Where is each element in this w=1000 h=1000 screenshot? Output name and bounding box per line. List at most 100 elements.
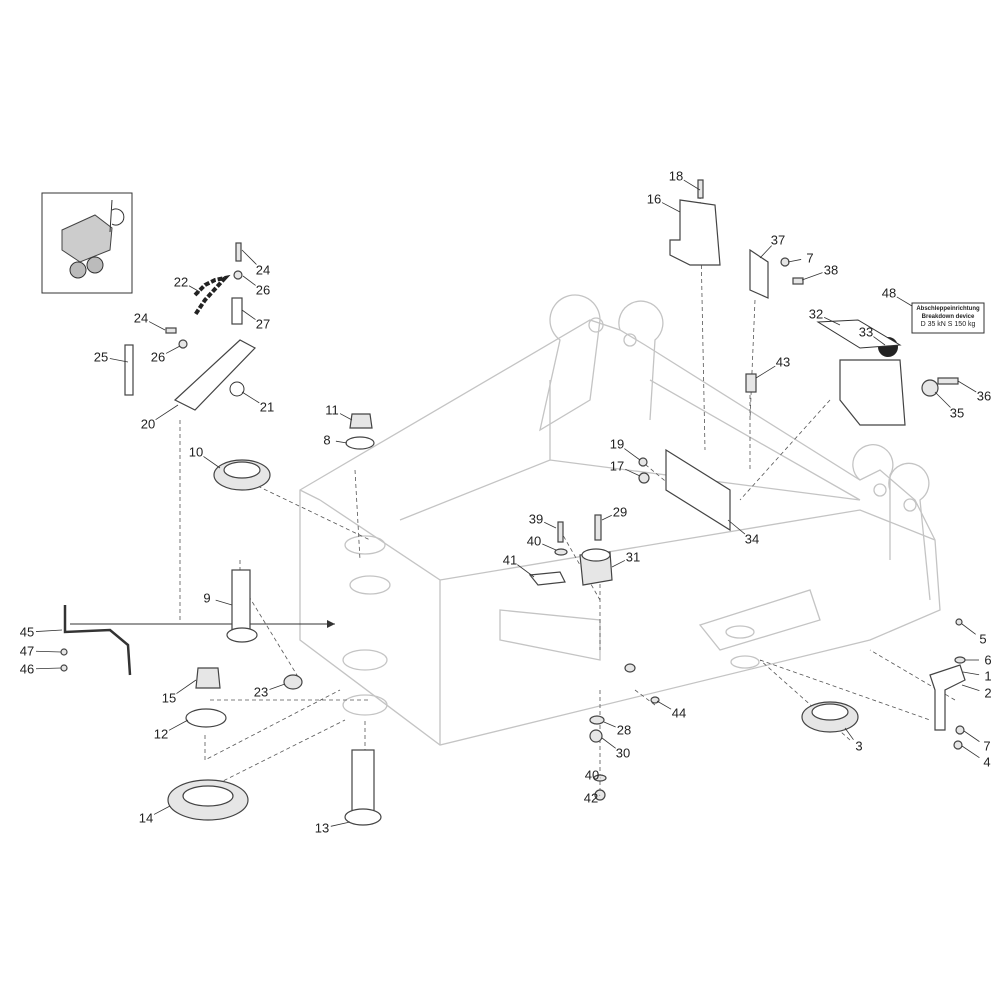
- callout-22[interactable]: 22: [173, 274, 189, 290]
- leader-line: [542, 543, 557, 551]
- callout-10[interactable]: 10: [188, 444, 204, 460]
- decal-line-1: Abschleppeinrichtung: [916, 306, 980, 312]
- callout-39[interactable]: 39: [528, 511, 544, 527]
- leader-line: [35, 629, 63, 632]
- leader-line: [269, 683, 286, 690]
- leader-line: [961, 745, 980, 759]
- callout-35[interactable]: 35: [949, 405, 965, 421]
- leader-line: [824, 316, 841, 326]
- callout-25[interactable]: 25: [93, 349, 109, 365]
- callout-11[interactable]: 11: [325, 402, 339, 418]
- bracket-16: [669, 199, 721, 266]
- link-20: [173, 339, 256, 411]
- callout-26[interactable]: 26: [255, 282, 271, 298]
- washer-8: [345, 436, 375, 450]
- plate-34: [665, 448, 731, 532]
- callout-19[interactable]: 19: [609, 436, 625, 452]
- callout-12[interactable]: 12: [153, 726, 169, 742]
- leader-line: [683, 179, 701, 191]
- decal-label: Abschleppeinrichtung Breakdown device D …: [914, 305, 982, 329]
- ring-21: [229, 381, 245, 397]
- leader-line: [963, 730, 980, 742]
- leader-line: [759, 245, 772, 259]
- assembly-lines: [70, 194, 956, 791]
- callout-33[interactable]: 33: [858, 324, 874, 340]
- callout-38[interactable]: 38: [823, 262, 839, 278]
- callout-27[interactable]: 27: [255, 316, 271, 332]
- callout-16[interactable]: 16: [646, 191, 662, 207]
- leader-line: [35, 667, 62, 670]
- leader-line: [544, 521, 557, 529]
- callout-14[interactable]: 14: [138, 810, 154, 826]
- clip-41: [528, 571, 566, 586]
- leader-line: [624, 448, 641, 461]
- nut-11: [349, 413, 373, 429]
- callout-21[interactable]: 21: [259, 399, 275, 415]
- callout-31[interactable]: 31: [625, 549, 641, 565]
- leader-line: [242, 275, 256, 286]
- rod-45: [63, 605, 132, 676]
- callout-48[interactable]: 48: [881, 285, 897, 301]
- decal-line-3: D 35 kN S 150 kg: [920, 321, 976, 328]
- callout-32[interactable]: 32: [808, 306, 824, 322]
- callout-2[interactable]: 2: [984, 685, 992, 701]
- callout-7[interactable]: 7: [806, 250, 814, 266]
- callout-13[interactable]: 13: [314, 820, 330, 836]
- callout-15[interactable]: 15: [161, 690, 177, 706]
- callout-3[interactable]: 3: [855, 738, 863, 754]
- washer-12: [185, 708, 227, 728]
- callout-9[interactable]: 9: [203, 590, 211, 606]
- leader-line: [241, 249, 257, 265]
- callout-24[interactable]: 24: [255, 262, 271, 278]
- callout-5[interactable]: 5: [979, 631, 987, 647]
- bolt-38: [792, 277, 804, 285]
- leader-line: [727, 519, 746, 535]
- decal-line-2: Breakdown device: [921, 314, 975, 320]
- callout-34[interactable]: 34: [744, 531, 760, 547]
- leader-line: [787, 259, 802, 263]
- callout-1[interactable]: 1: [984, 668, 992, 684]
- leader-line: [335, 440, 348, 444]
- callout-37[interactable]: 37: [770, 232, 786, 248]
- callout-36[interactable]: 36: [976, 388, 992, 404]
- leader-line: [801, 272, 823, 281]
- callout-17[interactable]: 17: [609, 458, 625, 474]
- callout-47[interactable]: 47: [19, 643, 35, 659]
- bolt-25: [124, 344, 134, 396]
- callout-20[interactable]: 20: [140, 416, 156, 432]
- callout-28[interactable]: 28: [616, 722, 632, 738]
- callout-4[interactable]: 4: [983, 754, 991, 770]
- callout-40[interactable]: 40: [584, 767, 600, 783]
- callout-40[interactable]: 40: [526, 533, 542, 549]
- callout-29[interactable]: 29: [612, 504, 628, 520]
- leader-line: [934, 391, 951, 408]
- washer-7: [780, 257, 790, 267]
- callout-44[interactable]: 44: [671, 705, 687, 721]
- decal-48: [911, 302, 985, 334]
- leader-line: [176, 679, 197, 694]
- leader-line: [656, 700, 672, 710]
- parts: [60, 179, 966, 826]
- callout-42[interactable]: 42: [583, 790, 599, 806]
- callout-6[interactable]: 6: [984, 652, 992, 668]
- leader-line: [957, 380, 977, 393]
- leader-line: [603, 721, 616, 728]
- callout-43[interactable]: 43: [775, 354, 791, 370]
- callout-41[interactable]: 41: [502, 552, 518, 568]
- leader-line: [188, 285, 201, 293]
- pin-27: [231, 297, 243, 325]
- callout-46[interactable]: 46: [19, 661, 35, 677]
- callout-24[interactable]: 24: [133, 310, 149, 326]
- callout-30[interactable]: 30: [615, 745, 631, 761]
- nut-15: [195, 667, 221, 689]
- fitting-43: [745, 373, 757, 393]
- leader-line: [215, 599, 233, 606]
- callout-26[interactable]: 26: [150, 349, 166, 365]
- callout-23[interactable]: 23: [253, 684, 269, 700]
- callout-18[interactable]: 18: [668, 168, 684, 184]
- callout-7[interactable]: 7: [983, 738, 991, 754]
- callout-45[interactable]: 45: [19, 624, 35, 640]
- callout-8[interactable]: 8: [323, 432, 331, 448]
- leader-line: [611, 560, 626, 568]
